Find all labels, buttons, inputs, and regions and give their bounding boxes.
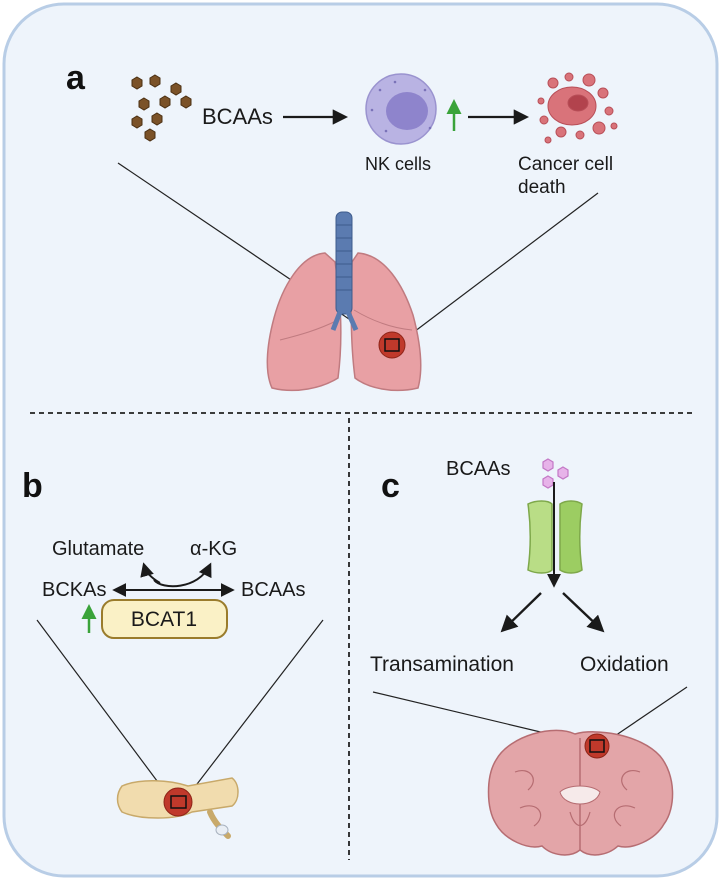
bone-tumor-icon	[163, 787, 193, 817]
arrow-to-oxidation	[562, 592, 605, 633]
panel-b-letter: b	[22, 467, 43, 505]
transporter-icon	[527, 500, 583, 574]
cancer-cell-icon	[537, 72, 618, 144]
panel-c-letter: c	[381, 467, 400, 505]
panel-a-bcaas-label: BCAAs	[202, 104, 273, 129]
nk-cell-icon	[365, 73, 437, 145]
lung-tumor-icon	[378, 331, 406, 359]
brain-tumor-icon	[584, 733, 610, 759]
arrow-to-transamination	[500, 592, 542, 633]
transamination-label: Transamination	[370, 653, 514, 676]
glutamate-release-arrow	[140, 562, 161, 584]
panel-a-letter: a	[66, 59, 86, 97]
panel-a-nk-cells-label: NK cells	[365, 154, 431, 174]
panel-a-outcome-line2: death	[518, 177, 566, 198]
bcaa-hexagon-icon	[542, 458, 569, 489]
bckas-label: BCKAs	[42, 579, 106, 601]
bcat1-label: BCAT1	[131, 608, 197, 631]
zoom-line-b-left	[36, 619, 173, 802]
oxidation-label: Oxidation	[580, 653, 669, 676]
panel-a-outcome-line1: Cancer cell	[518, 154, 613, 175]
panel-c-bcaas-label: BCAAs	[446, 458, 510, 480]
bcat1-enzyme-box	[101, 599, 228, 639]
glutamate-label: Glutamate	[52, 538, 144, 560]
brain-icon	[487, 729, 674, 856]
lungs-icon	[266, 211, 422, 392]
panel-b-bcaas-label: BCAAs	[241, 579, 305, 601]
bcaa-cluster-icon	[131, 74, 192, 142]
akg-label: α-KG	[190, 538, 237, 560]
zoom-line-a-right	[397, 192, 599, 345]
zoom-line-b-right	[183, 619, 324, 802]
